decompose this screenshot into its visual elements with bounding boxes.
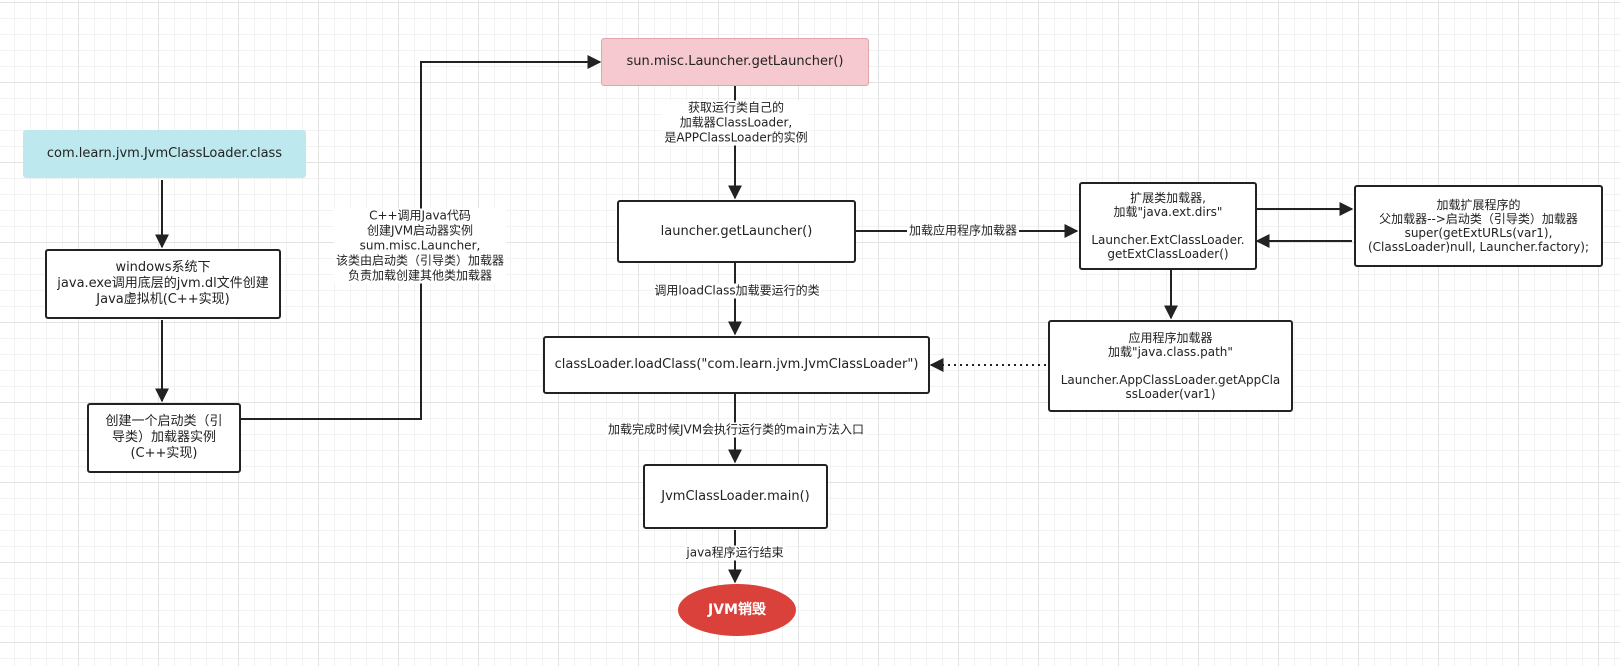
label-program-end: java程序运行结束 [684, 545, 786, 561]
node-class-file[interactable]: com.learn.jvm.JvmClassLoader.class [23, 130, 306, 178]
node-main[interactable]: JvmClassLoader.main() [643, 464, 828, 529]
node-app-loader[interactable]: 应用程序加载器 加载"java.class.path" Launcher.App… [1048, 320, 1293, 412]
label-call-loadclass: 调用loadClass加载要运行的类 [652, 283, 822, 299]
node-parent-loader[interactable]: 加载扩展程序的 父加载器-->启动类（引导类）加载器 super(getExtU… [1354, 185, 1603, 267]
label-get-self-loader: 获取运行类自己的 加载器ClassLoader, 是APPClassLoader… [662, 100, 810, 146]
label-load-app-loader: 加载应用程序加载器 [906, 223, 1020, 239]
node-load-class[interactable]: classLoader.loadClass("com.learn.jvm.Jvm… [543, 336, 930, 394]
node-get-launcher[interactable]: sun.misc.Launcher.getLauncher() [601, 38, 869, 86]
node-bootstrap-loader[interactable]: 创建一个启动类（引 导类）加载器实例 (C++实现) [87, 403, 241, 473]
label-exec-main: 加载完成时候JVM会执行运行类的main方法入口 [605, 422, 867, 438]
node-jvm-destroy[interactable]: JVM销毁 [678, 584, 796, 636]
node-create-jvm[interactable]: windows系统下 java.exe调用底层的jvm.dl文件创建 Java虚… [45, 249, 281, 319]
label-cpp-call-java: C++调用Java代码 创建JVM启动器实例 sum.misc.Launcher… [333, 208, 507, 284]
node-launcher-get[interactable]: launcher.getLauncher() [617, 200, 856, 263]
node-ext-loader[interactable]: 扩展类加载器, 加载"java.ext.dirs" Launcher.ExtCl… [1079, 182, 1257, 270]
